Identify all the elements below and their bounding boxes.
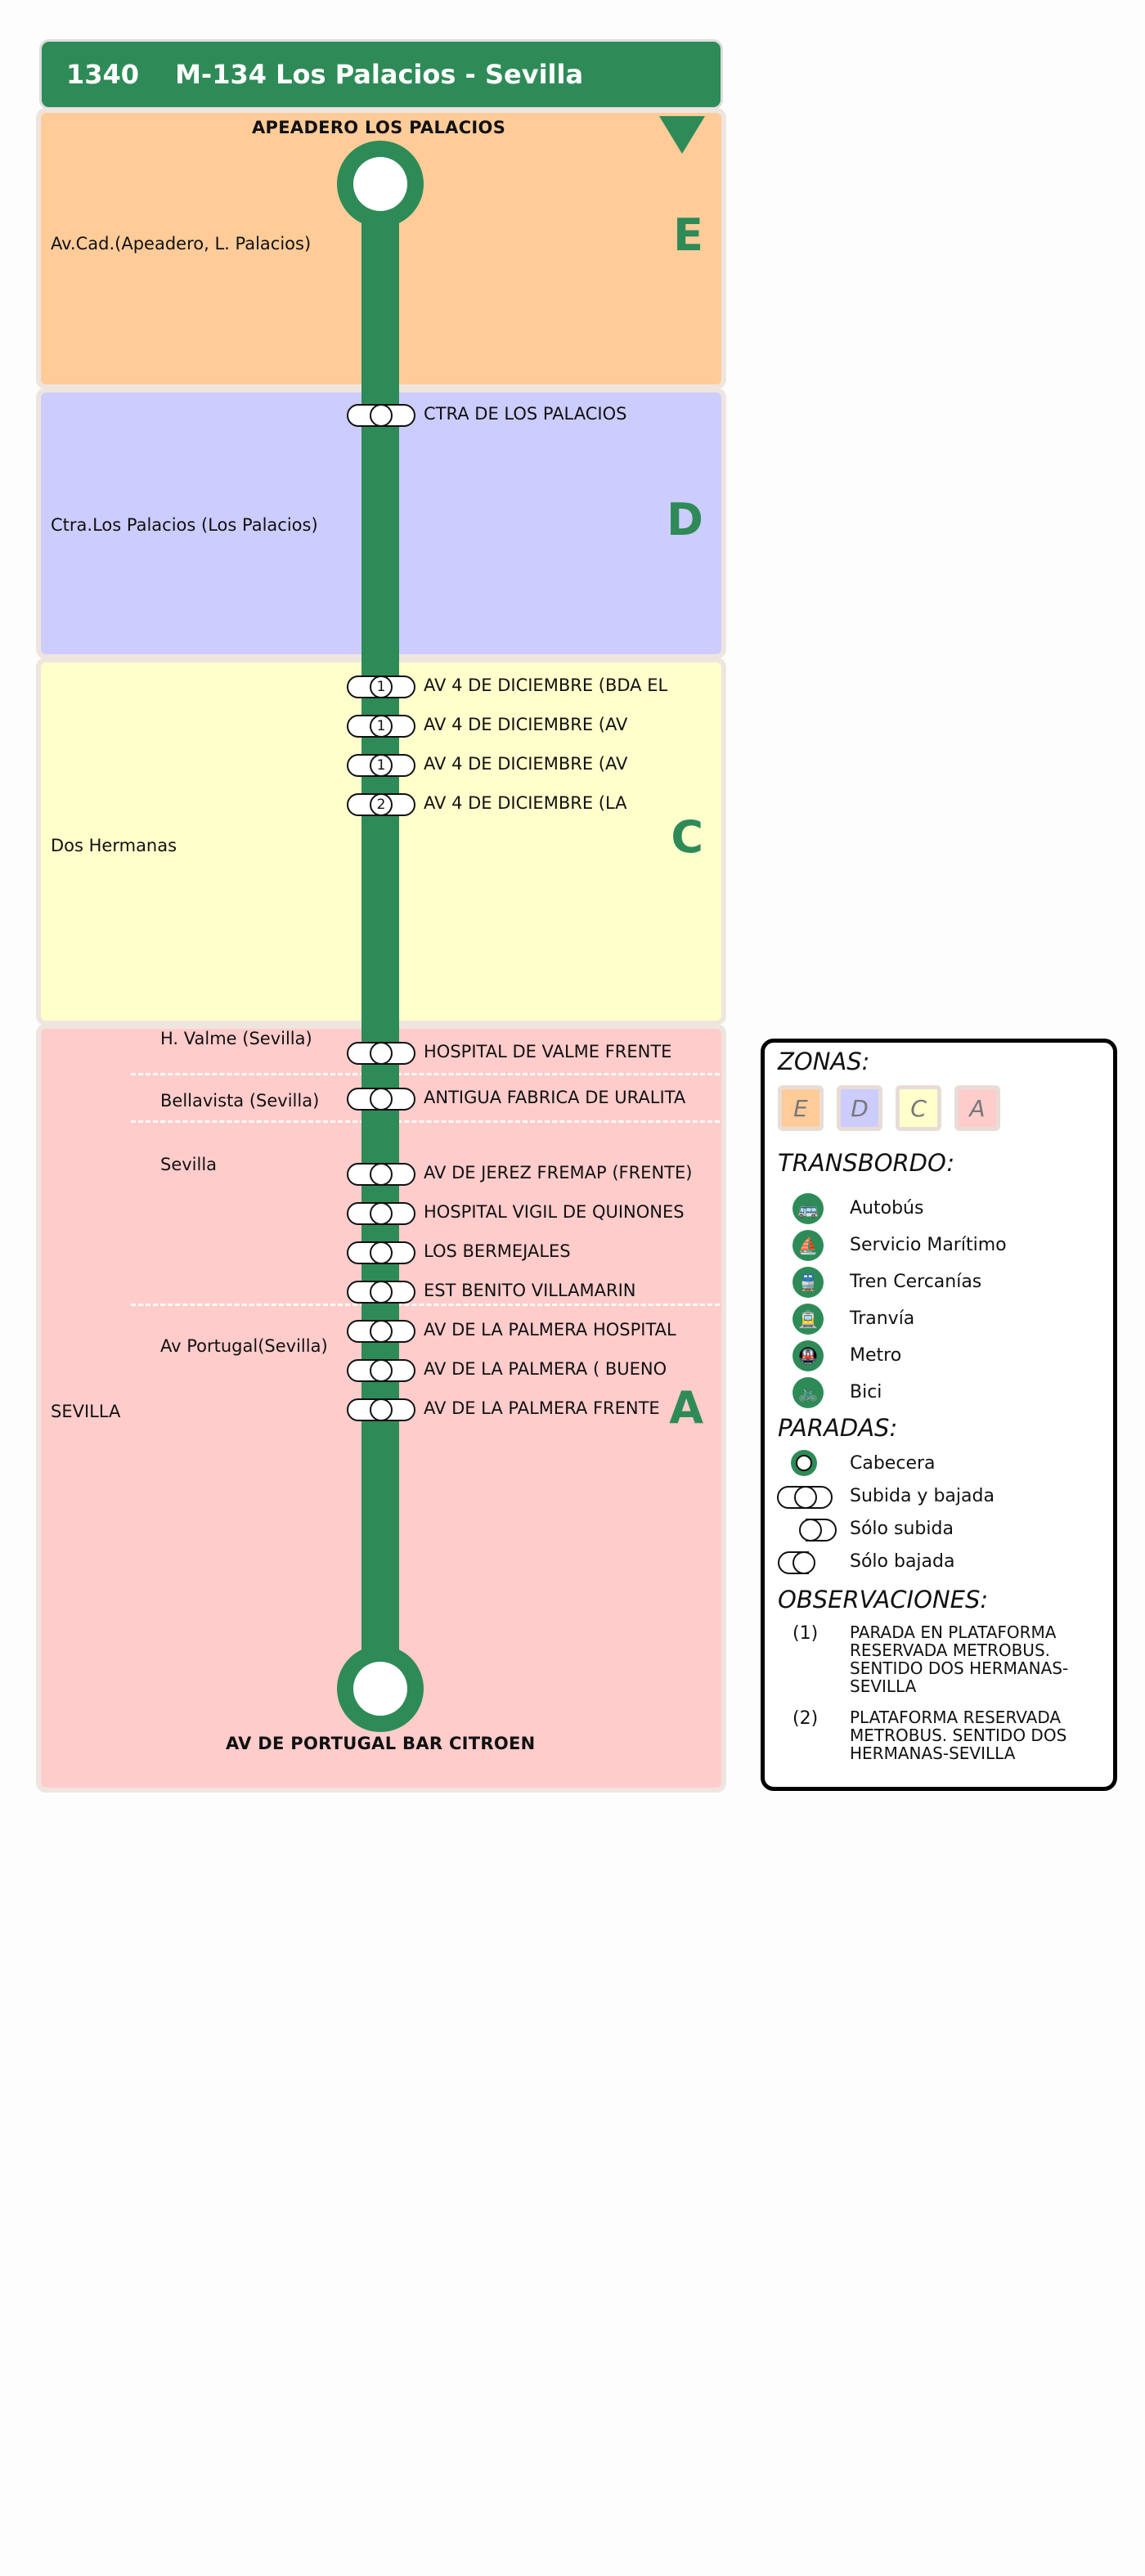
stop-marker[interactable]: 1 [347, 754, 415, 777]
stop-note-marker: 1 [370, 715, 393, 738]
zone-letter: C [671, 811, 703, 863]
stop-name: AV 4 DE DICIEMBRE (LA [424, 793, 627, 813]
terminal-stop-icon [791, 1450, 817, 1476]
sub-area-label: Sevilla [160, 1155, 218, 1174]
stop-marker[interactable] [347, 404, 415, 427]
route-header: 1340 M-134 Los Palacios - Sevilla [39, 39, 723, 110]
zone-area-label: Dos Hermanas [51, 836, 177, 855]
legend-stop-label: Sólo subida [850, 1519, 954, 1539]
legend-transfer-label: Metro [850, 1345, 902, 1366]
stop-note-marker: 2 [370, 793, 393, 816]
boat-icon: ⛵ [793, 1230, 824, 1261]
stop-name: AV 4 DE DICIEMBRE (BDA EL [424, 675, 668, 695]
sub-area-label: Av Portugal(Sevilla) [160, 1336, 328, 1356]
legend-transfer-label: Tranvía [850, 1308, 915, 1329]
stop-name: HOSPITAL DE VALME FRENTE [424, 1042, 672, 1061]
legend-transfer-label: Servicio Marítimo [850, 1235, 1007, 1255]
stop-marker[interactable] [347, 1281, 415, 1304]
board-alight-stop-icon [777, 1486, 833, 1509]
tram-icon: 🚊 [793, 1304, 824, 1335]
sub-area-label: Bellavista (Sevilla) [160, 1091, 320, 1111]
stop-marker[interactable] [347, 1241, 415, 1264]
legend-zones-title: ZONAS: [778, 1048, 870, 1075]
stop-name: AV DE LA PALMERA FRENTE [424, 1398, 660, 1418]
stop-name: AV DE JEREZ FREMAP (FRENTE) [424, 1163, 693, 1183]
legend-transfer-title: TRANSBORDO: [778, 1149, 955, 1177]
direction-triangle-icon [659, 116, 705, 154]
legend-stop-label: Subida y bajada [850, 1486, 995, 1506]
origin-terminal-name: APEADERO LOS PALACIOS [252, 118, 506, 137]
stop-note-marker [370, 1163, 393, 1186]
stop-name: AV DE LA PALMERA HOSPITAL [424, 1320, 676, 1340]
origin-terminal-stop[interactable] [337, 141, 424, 227]
route-line [361, 182, 399, 1686]
zone-letter: E [673, 209, 703, 261]
stop-name: HOSPITAL VIGIL DE QUINONES [424, 1202, 685, 1222]
stop-note-marker [370, 1088, 393, 1111]
observation-text: PARADA EN PLATAFORMA RESERVADA METROBUS.… [850, 1622, 1069, 1696]
stop-marker[interactable] [347, 1163, 415, 1186]
observation-number: (2) [793, 1708, 819, 1729]
stop-note-marker [370, 1320, 393, 1343]
bike-icon: 🚲 [793, 1377, 824, 1408]
legend-transfer-label: Bici [850, 1382, 882, 1402]
destination-terminal-name: AV DE PORTUGAL BAR CITROEN [226, 1734, 536, 1753]
zone-area-label: SEVILLA [51, 1402, 121, 1421]
legend-observations-title: OBSERVACIONES: [778, 1586, 989, 1613]
legend-zone-chip: E [778, 1085, 824, 1131]
sub-area-separator [131, 1304, 720, 1306]
bus-icon: 🚌 [793, 1193, 824, 1224]
stop-note-marker [370, 1241, 393, 1264]
stop-marker[interactable]: 1 [347, 675, 415, 698]
zone-area-label: Ctra.Los Palacios (Los Palacios) [51, 515, 318, 535]
stop-note-marker [370, 1359, 393, 1382]
legend-zone-chip: C [896, 1085, 941, 1131]
observation-text: PLATAFORMA RESERVADA METROBUS. SENTIDO D… [850, 1708, 1067, 1763]
legend-zone-chip: D [837, 1085, 882, 1131]
legend-stop-label: Sólo bajada [850, 1551, 955, 1572]
stop-name: AV DE LA PALMERA ( BUENO [424, 1359, 667, 1379]
observation-number: (1) [793, 1623, 819, 1644]
route-code: 1340 [66, 59, 140, 90]
stop-marker[interactable] [347, 1042, 415, 1065]
legend-panel: ZONAS: E D C A TRANSBORDO: 🚌 Autobús ⛵ S… [761, 1039, 1117, 1791]
legend-zone-chip: A [954, 1085, 1000, 1131]
legend-transfer-label: Autobús [850, 1198, 924, 1218]
legend-stops-title: PARADAS: [778, 1414, 898, 1442]
stop-marker[interactable] [347, 1359, 415, 1382]
board-only-stop-icon [799, 1519, 837, 1542]
destination-terminal-stop[interactable] [337, 1645, 424, 1732]
sub-area-separator [131, 1073, 720, 1075]
stop-note-marker [370, 1281, 393, 1304]
stop-note-marker [370, 1042, 393, 1065]
stop-note-marker [370, 1398, 393, 1421]
stop-note-marker: 1 [370, 675, 393, 698]
stop-name: AV 4 DE DICIEMBRE (AV [424, 715, 628, 734]
stop-name: EST BENITO VILLAMARIN [424, 1281, 636, 1300]
alight-only-stop-icon [778, 1551, 815, 1574]
legend-transfer-label: Tren Cercanías [850, 1272, 982, 1292]
sub-area-separator [131, 1120, 720, 1123]
legend-stop-label: Cabecera [850, 1453, 936, 1474]
stop-marker[interactable] [347, 1202, 415, 1225]
stop-name: CTRA DE LOS PALACIOS [424, 404, 627, 424]
zone-letter: D [667, 494, 703, 545]
stop-marker[interactable] [347, 1088, 415, 1111]
stop-note-marker: 1 [370, 754, 393, 777]
stop-name: LOS BERMEJALES [424, 1241, 571, 1261]
stop-marker[interactable] [347, 1398, 415, 1421]
stop-note-marker [370, 404, 393, 427]
stop-marker[interactable] [347, 1320, 415, 1343]
metro-icon: 🚇 [793, 1340, 824, 1371]
route-name: M-134 Los Palacios - Sevilla [175, 59, 584, 90]
train-icon: 🚆 [793, 1267, 824, 1298]
zone-letter: A [669, 1382, 703, 1434]
sub-area-label: H. Valme (Sevilla) [160, 1029, 312, 1048]
stop-name: AV 4 DE DICIEMBRE (AV [424, 754, 628, 774]
stop-note-marker [370, 1202, 393, 1225]
zone-area-label: Av.Cad.(Apeadero, L. Palacios) [51, 234, 312, 254]
stop-name: ANTIGUA FABRICA DE URALITA [424, 1088, 686, 1107]
stop-marker[interactable]: 1 [347, 715, 415, 738]
stop-marker[interactable]: 2 [347, 793, 415, 816]
